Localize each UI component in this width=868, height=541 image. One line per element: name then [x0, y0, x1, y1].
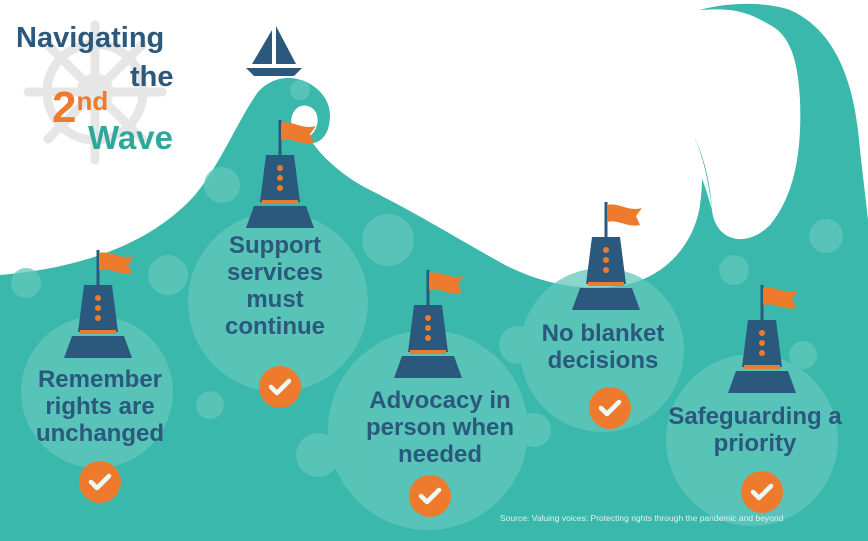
title-line-the: the: [130, 61, 174, 93]
bubbles: [11, 80, 843, 530]
buoy-icon: [64, 250, 134, 358]
flag-icon: [429, 272, 464, 294]
flag-icon: [281, 122, 316, 144]
check-icon: [259, 366, 301, 408]
point-label-4: No blanket decisions: [541, 320, 665, 374]
flag-icon: [763, 287, 798, 309]
flag-icon: [607, 204, 642, 226]
point-label-5: Safeguarding a priority: [668, 403, 842, 457]
ships-wheel-icon: [23, 20, 167, 165]
buoy-icon: [246, 120, 316, 228]
check-icon: [741, 471, 783, 513]
title-number-suffix: nd: [76, 86, 109, 116]
point-label-2: Support services must continue: [225, 232, 325, 340]
title-number-digit: 2: [52, 83, 77, 132]
buoy-icon: [728, 285, 798, 393]
flag-icon: [99, 252, 134, 274]
wave-curl: [623, 105, 712, 210]
check-icon: [589, 387, 631, 429]
point-label-1: Remember rights are unchanged: [35, 366, 164, 447]
buoy-icon: [572, 202, 642, 310]
sailboat-icon: [246, 26, 302, 76]
point-label-3: Advocacy in person when needed: [365, 387, 515, 468]
buoy-icon: [394, 270, 464, 378]
check-icon: [79, 461, 121, 503]
title-line-navigating: Navigating: [16, 22, 165, 54]
source-note: Source: Valuing voices: Protecting right…: [500, 513, 784, 523]
title-line-wave: Wave: [88, 119, 173, 156]
title-number: 2nd: [52, 86, 108, 130]
check-icon: [409, 475, 451, 517]
